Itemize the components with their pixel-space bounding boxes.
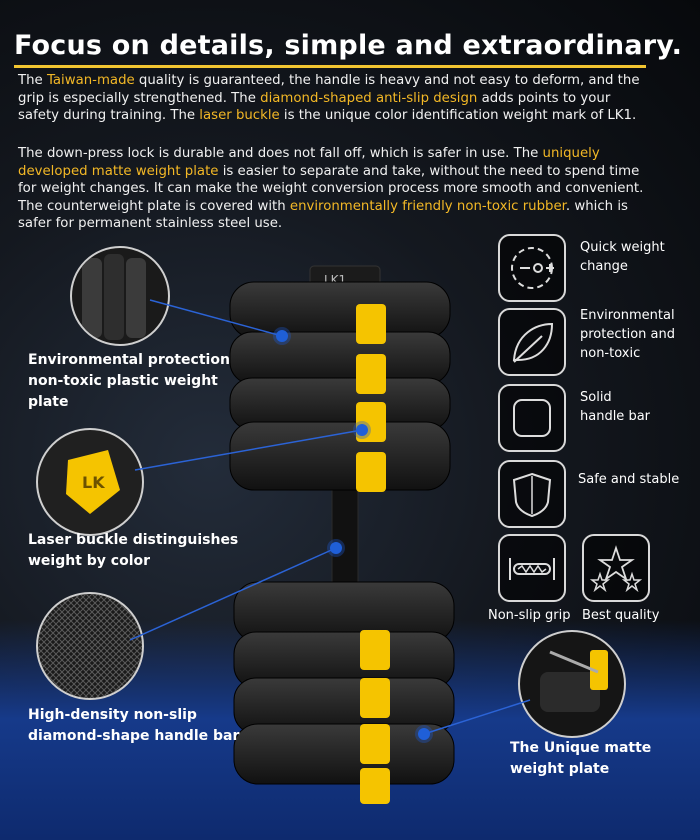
svg-text:LK: LK — [82, 473, 105, 492]
feature-best-quality: Best quality — [582, 608, 660, 623]
marker-dot-matte — [418, 728, 430, 740]
plate-closeup-circle — [70, 246, 170, 346]
grip-icon — [498, 534, 566, 602]
marker-dot-buckle — [356, 424, 368, 436]
buckle-closeup-circle: LK — [36, 428, 144, 536]
quick-change-icon — [498, 234, 566, 302]
callout-laser-buckle: Laser buckle distinguishes weight by col… — [28, 532, 239, 569]
description-paragraph-1: The Taiwan-made quality is guaranteed, t… — [18, 73, 640, 123]
description-paragraph-2: The down-press lock is durable and does … — [18, 146, 644, 231]
shield-icon — [498, 460, 566, 528]
marker-dot-plate — [276, 330, 288, 342]
callout-plastic-plate: Environmental protection non-toxic plast… — [28, 352, 230, 410]
matte-plate-closeup-circle — [518, 630, 626, 738]
stars-icon — [582, 534, 650, 602]
leaf-icon — [498, 308, 566, 376]
highlight-anti-slip: diamond-shaped anti-slip design — [260, 90, 478, 106]
page-title: Focus on details, simple and extraordina… — [14, 30, 683, 61]
bottom-plate-stack — [233, 581, 455, 804]
highlight-rubber: environmentally friendly non-toxic rubbe… — [289, 198, 566, 214]
dumbbell-image: LK1 — [229, 265, 455, 804]
callout-handle-bar: High-density non-slip diamond-shape hand… — [28, 707, 240, 744]
top-plate-stack — [229, 281, 451, 492]
highlight-laser-buckle: laser buckle — [199, 108, 280, 123]
square-icon — [498, 384, 566, 452]
feature-non-slip: Non-slip grip — [488, 608, 571, 623]
highlight-taiwan-made: Taiwan-made — [46, 73, 135, 88]
highlight-matte-plate: uniquely developed matte weight plate — [18, 146, 600, 179]
handle-closeup-circle — [36, 592, 144, 700]
marker-dot-handle — [330, 542, 342, 554]
feature-safe-stable: Safe and stable — [578, 472, 680, 487]
callout-matte-plate: The Unique matte weight plate — [510, 740, 652, 777]
title-underline — [14, 65, 646, 68]
